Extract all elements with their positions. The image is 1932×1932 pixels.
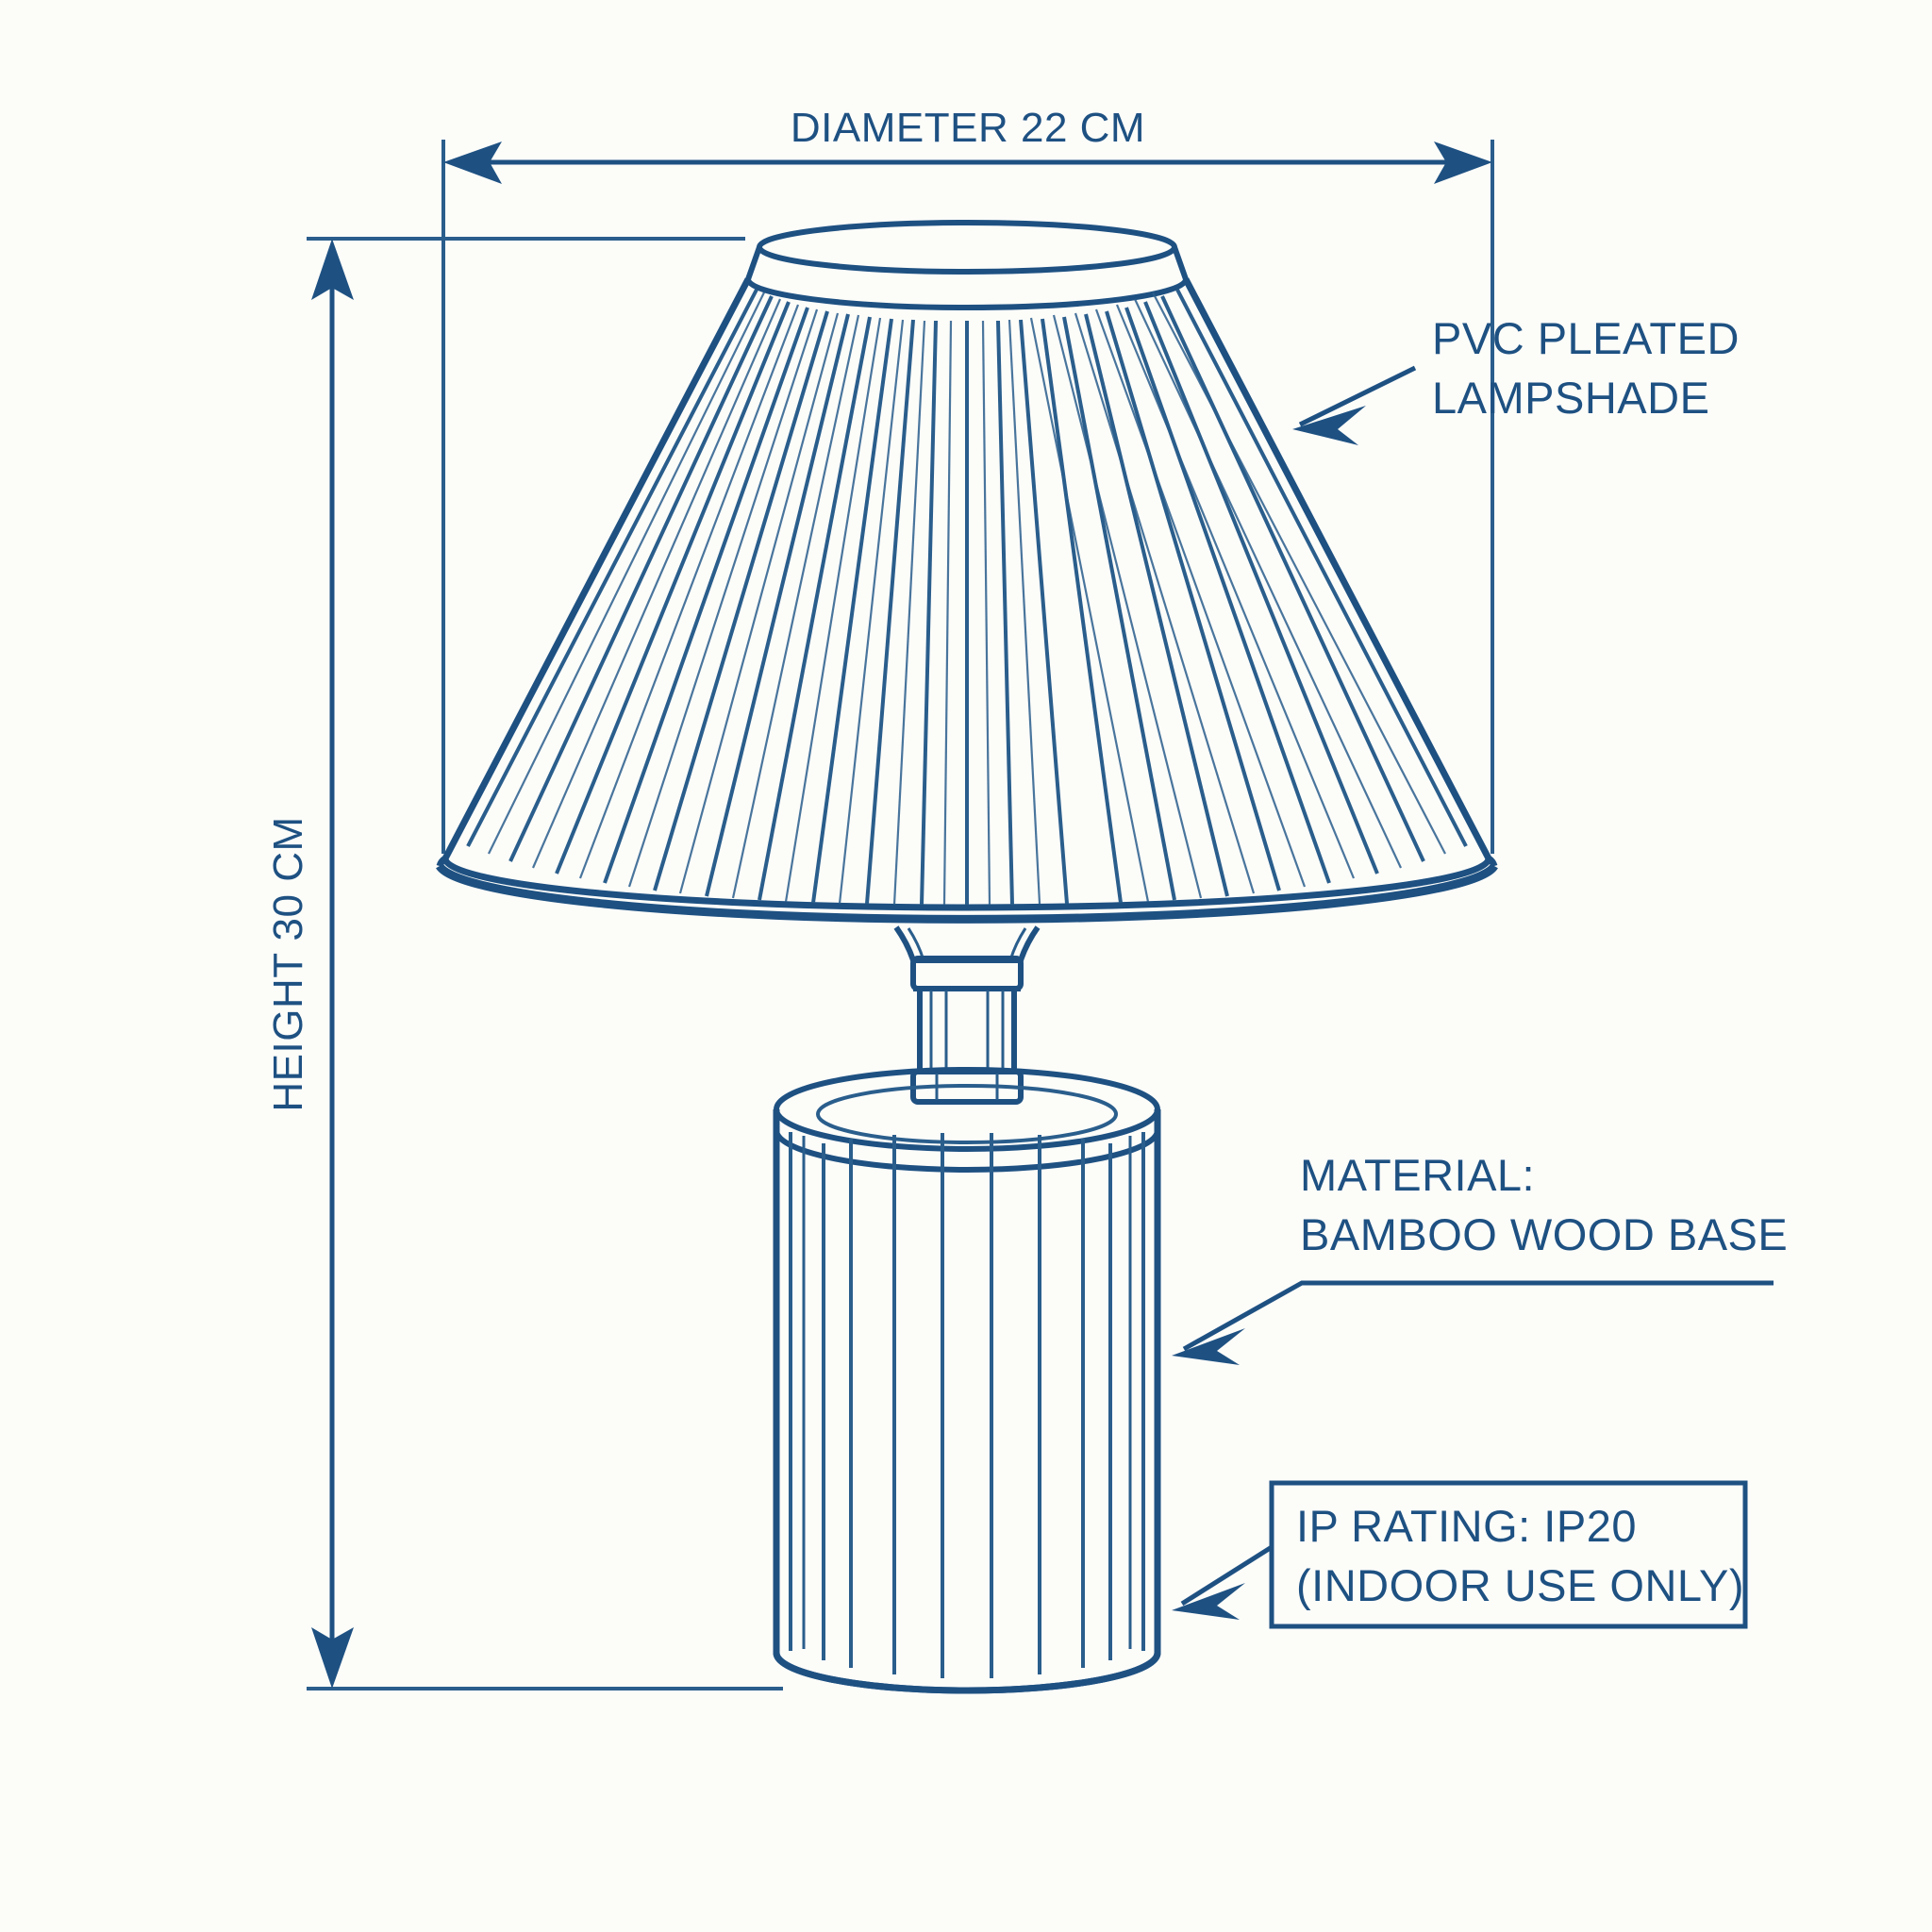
ip-rating-leader-arrow <box>1172 1583 1245 1620</box>
lampshade-label-line1: PVC PLEATED <box>1432 313 1740 363</box>
ip-rating-label-line2: (INDOOR USE ONLY) <box>1296 1560 1744 1610</box>
neck-shaft-flutes <box>929 991 1005 1072</box>
height-dimension-label: HEIGHT 30 CM <box>265 816 311 1111</box>
ip-rating-label-line1: IP RATING: IP20 <box>1296 1501 1637 1551</box>
height-dimension: HEIGHT 30 CM <box>265 237 783 1690</box>
shade-pleat-shadow-lines <box>488 291 1446 906</box>
shade-top-rim-outer <box>757 220 1177 275</box>
material-label-line2: BAMBOO WOOD BASE <box>1300 1209 1788 1259</box>
material-leader-arrow <box>1172 1328 1245 1365</box>
base-top-lip <box>774 1129 1160 1173</box>
shade-bottom-hem-left-cap <box>436 856 448 868</box>
neck-top-flare-inner <box>907 927 1027 961</box>
material-label-line1: MATERIAL: <box>1300 1150 1535 1200</box>
shade-bottom-hem-outer <box>436 863 1498 924</box>
lamp-base <box>773 1067 1161 1694</box>
height-arrow-top <box>311 239 354 300</box>
diameter-arrow-right <box>1434 142 1492 184</box>
diameter-arrow-left <box>443 142 502 184</box>
annotation-lampshade: PVC PLEATED LAMPSHADE <box>1292 313 1740 445</box>
diameter-dimension: DIAMETER 22 CM <box>441 105 1494 854</box>
shade-bottom-hem <box>442 858 1491 910</box>
neck-shaft <box>917 989 1017 1074</box>
base-top-rim-outer <box>774 1067 1160 1152</box>
diameter-dimension-label: DIAMETER 22 CM <box>791 105 1145 151</box>
annotation-ip-rating: IP RATING: IP20 (INDOOR USE ONLY) <box>1172 1480 1748 1629</box>
lampshade <box>436 220 1498 924</box>
lampshade-leader-arrow <box>1292 406 1366 445</box>
annotation-material: MATERIAL: BAMBOO WOOD BASE <box>1172 1150 1788 1365</box>
shade-top-band <box>744 246 1190 310</box>
lamp-neck <box>893 925 1041 1105</box>
shade-pleat-lines <box>466 289 1468 906</box>
height-arrow-bottom <box>311 1627 354 1689</box>
base-top-rim-inner <box>816 1084 1118 1144</box>
lampshade-label-line2: LAMPSHADE <box>1432 373 1709 423</box>
ip-rating-box <box>1269 1480 1748 1629</box>
base-flute-lines <box>822 1133 1112 1678</box>
lampshade-leader-line <box>1298 365 1417 427</box>
material-leader-line <box>1182 1280 1774 1352</box>
base-bottom-edge <box>773 1652 1161 1694</box>
ip-rating-leader-line <box>1180 1544 1274 1607</box>
base-cylinder-outline <box>773 1109 1161 1694</box>
shade-bottom-hem-right-cap <box>1486 856 1498 868</box>
